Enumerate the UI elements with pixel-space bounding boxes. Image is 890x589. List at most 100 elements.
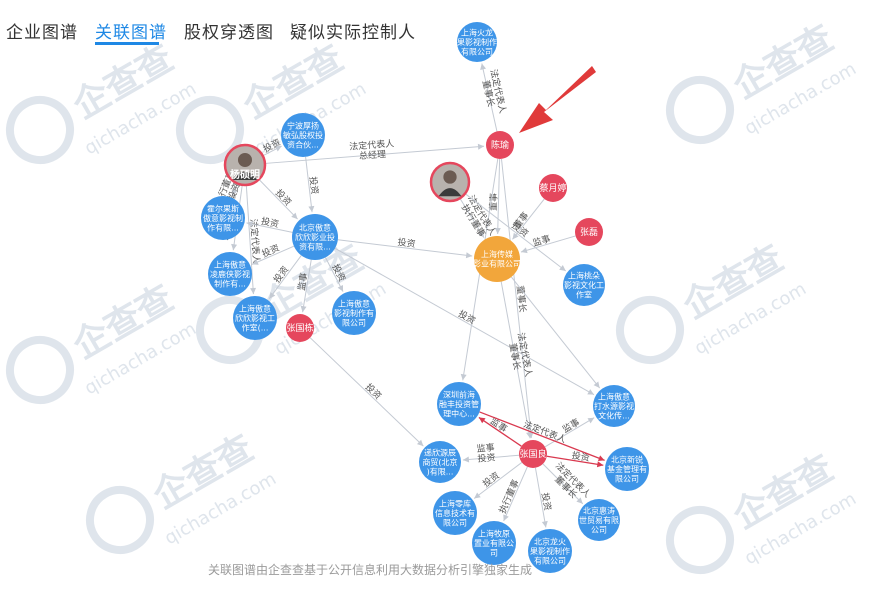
avatar-body-icon bbox=[233, 171, 257, 180]
node-label: 北京龙火 bbox=[534, 536, 566, 546]
person-node-circle bbox=[286, 314, 314, 342]
node-label: 上海桃朵 bbox=[568, 270, 600, 280]
node-label: 商贸(北京 bbox=[422, 457, 457, 467]
edge-label: 投资 bbox=[260, 242, 281, 260]
node-av2[interactable] bbox=[429, 161, 471, 203]
tab-enterprise-graph[interactable]: 企业图谱 bbox=[6, 23, 78, 43]
edge-line bbox=[542, 463, 584, 505]
edge-label: 投资 bbox=[397, 236, 416, 250]
graph-edge: 监事 bbox=[295, 259, 312, 313]
graph-edge: 投资 bbox=[309, 337, 424, 447]
company-node-circle bbox=[419, 441, 461, 483]
node-nb[interactable]: 宁波厚扬敏弘股权投资合伙... bbox=[281, 113, 325, 157]
node-label: 张国栋 bbox=[286, 322, 313, 334]
edge-arrowhead-icon bbox=[576, 497, 583, 504]
node-label: 蔡月婷 bbox=[539, 182, 566, 194]
node-label: 信息技术有 bbox=[435, 508, 475, 518]
avatar-body-icon bbox=[438, 188, 462, 197]
edge-label-text: 监事 bbox=[488, 415, 510, 435]
edge-line bbox=[309, 337, 424, 447]
edge-label-text: 投资 bbox=[480, 469, 502, 489]
node-label: 霍尔果斯 bbox=[207, 203, 239, 213]
node-sh4[interactable]: 上海傲意打水源影视文化传... bbox=[593, 385, 635, 427]
edge-arrowhead-icon bbox=[541, 520, 548, 528]
node-label: 北京新锐 bbox=[611, 454, 643, 464]
edge-line bbox=[258, 178, 298, 220]
node-sd[interactable]: 递欣源辰商贸(北京)有限... bbox=[419, 441, 461, 483]
edge-label-text: 投资 bbox=[307, 176, 321, 195]
edge-line bbox=[462, 454, 520, 461]
node-label: 基金管理有 bbox=[607, 464, 647, 474]
edge-arrowhead-icon bbox=[460, 373, 467, 381]
node-zgh[interactable]: 张国良 bbox=[519, 440, 547, 468]
company-node-circle bbox=[563, 264, 605, 306]
edge-line bbox=[544, 417, 595, 448]
node-zgl[interactable]: 张国栋 bbox=[286, 314, 314, 342]
edge-line bbox=[512, 198, 545, 240]
node-bj1[interactable]: 北京傲意欣欣影业投资有限... bbox=[292, 214, 338, 260]
edge-label-text: 投资 bbox=[271, 264, 291, 286]
node-sh2[interactable]: 上海傲意欣欣影视工作室(... bbox=[233, 296, 277, 340]
edge-line bbox=[510, 276, 601, 389]
graph-edge: 投资 bbox=[261, 136, 283, 157]
node-label: 有限公司 bbox=[534, 555, 566, 565]
edge-label-text: 董事 bbox=[487, 193, 499, 211]
node-hes[interactable]: 霍尔果斯傲意影视制作有限... bbox=[201, 196, 245, 240]
person-node-circle bbox=[539, 174, 567, 202]
node-cyt[interactable]: 蔡月婷 bbox=[539, 174, 567, 202]
graph-edge: 投资 bbox=[268, 255, 302, 300]
edge-arrowhead-icon bbox=[597, 455, 605, 461]
edge-arrowhead-icon bbox=[480, 63, 487, 70]
edge-line bbox=[337, 239, 473, 257]
node-label: 限公司 bbox=[443, 518, 467, 527]
tab-association-graph[interactable]: 关联图谱 bbox=[95, 23, 167, 43]
edge-arrowhead-icon bbox=[526, 431, 532, 439]
node-cy[interactable]: 陈瑜 bbox=[486, 131, 514, 159]
company-node-circle bbox=[528, 529, 572, 573]
node-label: 打水源影视 bbox=[594, 401, 634, 411]
node-layer: 上海火龙果影视制作有限公司陈瑜蔡月婷张磊上海传媒影业有限公司上海桃朵影视文化工作… bbox=[201, 22, 649, 573]
node-label: 司 bbox=[490, 548, 498, 557]
node-label: 张磊 bbox=[580, 227, 598, 238]
edge-arrowhead-icon bbox=[587, 389, 594, 395]
edge-label: 执行董事 bbox=[496, 478, 521, 516]
edge-label: 投资 bbox=[273, 187, 294, 208]
edge-label-text: 投资 bbox=[273, 187, 294, 208]
edge-label-text: 监事 bbox=[295, 272, 310, 292]
tab-actual-controller[interactable]: 疑似实际控制人 bbox=[290, 23, 416, 43]
tab-equity-penetration[interactable]: 股权穿透图 bbox=[184, 23, 274, 43]
node-sz[interactable]: 深圳前海融丰投资管理中心... bbox=[437, 382, 481, 426]
edge-arrowhead-icon bbox=[477, 143, 485, 150]
edge-arrowhead-icon bbox=[587, 417, 595, 424]
node-sh1[interactable]: 上海傲意凌鹿侠影视制作有... bbox=[208, 252, 252, 296]
node-yang[interactable]: 杨硕明 bbox=[223, 143, 267, 187]
node-label: 作室 bbox=[576, 289, 592, 299]
edge-arrowhead-icon bbox=[520, 247, 528, 254]
edge-label: 投资 bbox=[261, 136, 283, 155]
edge-label: 投资 bbox=[260, 215, 280, 230]
node-label: 上海傲意 bbox=[214, 259, 246, 269]
edge-arrowhead-icon bbox=[478, 230, 484, 238]
node-label: 深圳前海 bbox=[443, 389, 475, 399]
company-node-circle bbox=[433, 491, 477, 535]
node-label: 世贸易有限 bbox=[579, 515, 619, 525]
edge-label: 监事 bbox=[295, 272, 310, 292]
edge-line bbox=[479, 411, 605, 461]
node-label: 递欣源辰 bbox=[424, 447, 456, 457]
edge-line bbox=[497, 158, 501, 235]
node-zq[interactable]: 张磊 bbox=[575, 218, 603, 246]
